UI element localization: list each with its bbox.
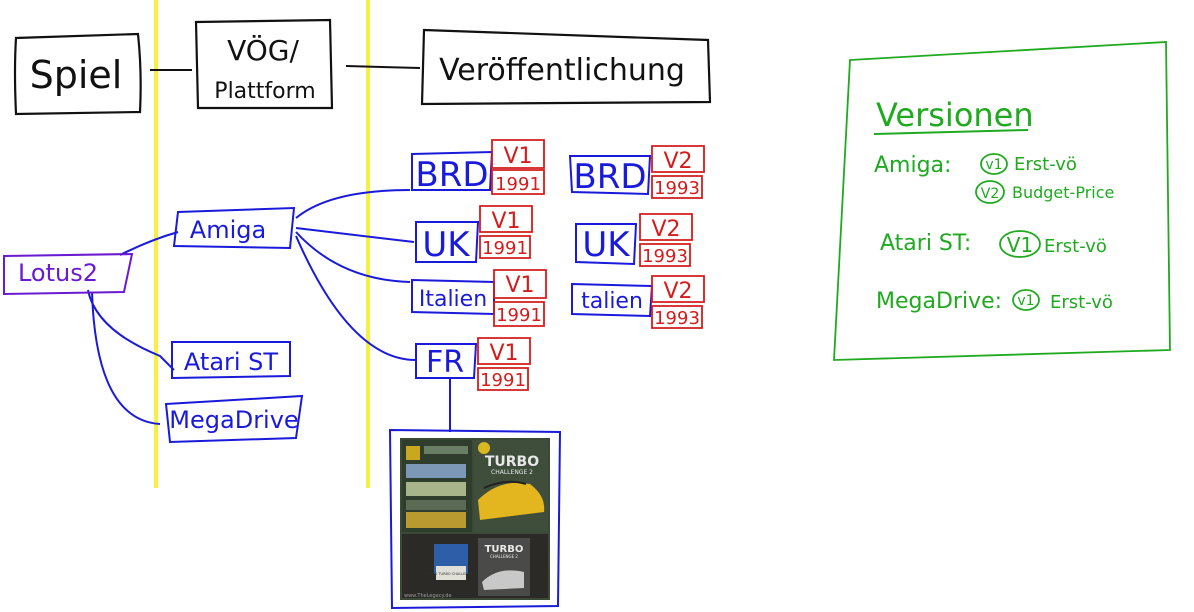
photo-watermark: www.TheLegacy.de bbox=[404, 593, 452, 599]
header-voeg-line1: VÖG/ bbox=[227, 33, 299, 67]
version-brd-v1: V1 1991 bbox=[491, 139, 545, 195]
legend-mega-v1: v1 bbox=[1017, 293, 1034, 309]
release-uk-v2-label: UK bbox=[582, 225, 631, 265]
version-uk-v2-year: 1993 bbox=[642, 246, 688, 267]
release-uk-v1: UK bbox=[415, 221, 480, 265]
header-veroeffentlichung-label: Veröffentlichung bbox=[439, 53, 685, 88]
header-voeg: VÖG/ Plattform bbox=[194, 18, 334, 110]
version-brd-v2-year: 1993 bbox=[654, 178, 700, 199]
node-atari-st: Atari ST bbox=[171, 341, 291, 380]
box-art-photo: TURBO CHALLENGE 2 LOTUS TURBO CHALLENGE … bbox=[388, 428, 562, 610]
header-voeg-line2: Plattform bbox=[214, 79, 315, 104]
header-veroeffentlichung: Veröffentlichung bbox=[420, 28, 712, 106]
version-brd-v2: V2 1993 bbox=[651, 145, 705, 199]
version-italien-v2-year: 1993 bbox=[654, 308, 700, 329]
release-fr-label: FR bbox=[426, 345, 464, 380]
version-fr-v1: V1 1991 bbox=[477, 337, 531, 391]
version-italien-v1-label: V1 bbox=[505, 273, 534, 298]
box-small-subtitle: CHALLENGE 2 bbox=[490, 554, 518, 559]
node-lotus2-label: Lotus2 bbox=[18, 259, 98, 287]
legend-title: Versionen bbox=[876, 96, 1034, 134]
release-uk-v2: UK bbox=[575, 223, 638, 266]
node-megadrive: MegaDrive bbox=[164, 394, 304, 444]
yellow-car-image bbox=[478, 482, 545, 520]
release-italien-v1: Italien bbox=[411, 278, 495, 316]
box-front-subtitle: CHALLENGE 2 bbox=[491, 469, 533, 476]
release-brd-v2-label: BRD bbox=[573, 157, 646, 197]
node-amiga: Amiga bbox=[172, 206, 296, 250]
release-italien-v2-label: talien bbox=[581, 289, 643, 314]
legend-amiga-v1: v1 bbox=[985, 157, 1002, 173]
box-front-title: TURBO bbox=[485, 454, 539, 470]
version-uk-year: 1991 bbox=[482, 238, 528, 259]
version-italien-v1: V1 1991 bbox=[493, 269, 547, 327]
tree-connectors bbox=[87, 189, 451, 432]
legend-mega: MegaDrive: bbox=[876, 289, 1002, 314]
version-fr-v1-label: V1 bbox=[489, 341, 518, 366]
version-uk-v1: V1 1991 bbox=[479, 205, 533, 259]
node-lotus2: Lotus2 bbox=[3, 252, 134, 296]
legend-amiga-erst: Erst-vö bbox=[1014, 154, 1077, 175]
legend-atari-erst: Erst-vö bbox=[1044, 236, 1107, 257]
version-uk-v2: V2 1993 bbox=[639, 213, 693, 267]
header-spiel: Spiel bbox=[13, 32, 142, 116]
node-megadrive-label: MegaDrive bbox=[169, 406, 298, 434]
release-italien-v2: talien bbox=[571, 282, 654, 318]
version-brd-year: 1991 bbox=[495, 174, 541, 195]
header-spiel-label: Spiel bbox=[30, 53, 123, 97]
version-brd-v1-label: V1 bbox=[503, 144, 532, 169]
version-brd-v2-label: V2 bbox=[663, 149, 692, 174]
legend-amiga-v2: V2 bbox=[981, 186, 999, 202]
release-brd-v2: BRD bbox=[568, 155, 652, 197]
release-brd-label: BRD bbox=[415, 155, 488, 195]
box-small-title: TURBO bbox=[485, 544, 524, 555]
node-amiga-label: Amiga bbox=[190, 216, 266, 244]
legend-amiga: Amiga: bbox=[874, 153, 951, 178]
release-uk-label: UK bbox=[422, 225, 471, 265]
version-fr-year: 1991 bbox=[480, 370, 526, 391]
legend-mega-erst: Erst-vö bbox=[1050, 292, 1113, 313]
version-uk-v2-label: V2 bbox=[651, 217, 680, 242]
disk-label: LOTUS TURBO CHALLENGE 2 bbox=[426, 572, 476, 576]
version-italien-year: 1991 bbox=[496, 305, 542, 326]
version-italien-v2-label: V2 bbox=[663, 279, 692, 304]
legend-atari: Atari ST: bbox=[880, 231, 971, 256]
release-fr-v1: FR bbox=[415, 343, 478, 380]
version-italien-v2: V2 1993 bbox=[651, 275, 705, 329]
release-brd-v1: BRD bbox=[411, 150, 494, 195]
legend-amiga-budget: Budget-Price bbox=[1012, 183, 1114, 202]
version-uk-v1-label: V1 bbox=[491, 209, 520, 234]
lotus-logo-icon bbox=[478, 442, 490, 454]
release-italien-label: Italien bbox=[419, 287, 487, 312]
legend-atari-v1: V1 bbox=[1007, 233, 1033, 257]
versions-legend: Versionen Amiga: v1 Erst-vö V2 Budget-Pr… bbox=[833, 41, 1171, 361]
node-atari-st-label: Atari ST bbox=[184, 348, 279, 376]
